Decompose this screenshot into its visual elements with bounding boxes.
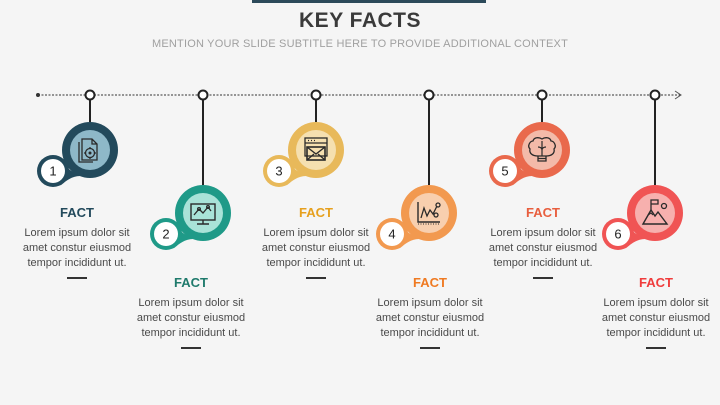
document-target-icon xyxy=(78,138,98,163)
fact-line: amet constur eiusmod xyxy=(261,242,371,254)
icon-circle xyxy=(635,193,675,233)
line-graph-icon xyxy=(417,202,441,225)
fact-line: Lorem ipsum dolor sit xyxy=(603,297,709,309)
fact-line: tempor incididunt ut. xyxy=(141,327,241,339)
fact-line: amet constur eiusmod xyxy=(136,312,246,324)
mountain-flag-icon xyxy=(641,199,669,225)
fact-line: tempor incididunt ut. xyxy=(266,257,366,269)
fact-block-2: FACT Lorem ipsum dolor sit amet constur ei… xyxy=(116,275,266,349)
fact-line: Lorem ipsum dolor sit xyxy=(490,227,596,239)
number-label: 1 xyxy=(49,164,56,179)
fact-title: FACT xyxy=(413,275,447,290)
number-badge xyxy=(154,222,178,246)
timeline-node xyxy=(423,89,435,101)
fact-line: tempor incididunt ut. xyxy=(606,327,706,339)
page-title: KEY FACTS xyxy=(299,9,421,32)
fact-line: Lorem ipsum dolor sit xyxy=(24,227,130,239)
fact-title: FACT xyxy=(639,275,673,290)
fact-description: Lorem ipsum dolor sit amet constur eiusmo… xyxy=(2,226,152,271)
mail-window-icon xyxy=(304,137,328,161)
fact-line: Lorem ipsum dolor sit xyxy=(138,297,244,309)
timeline-node xyxy=(310,89,322,101)
fact-line: tempor incididunt ut. xyxy=(27,257,127,269)
fact-description: Lorem ipsum dolor sit amet constur eiusmo… xyxy=(116,296,266,341)
fact-block-4: FACT Lorem ipsum dolor sit amet constur ei… xyxy=(355,275,505,349)
fact-divider xyxy=(306,277,326,279)
monitor-chart-icon xyxy=(190,203,216,225)
fact-line: amet constur eiusmod xyxy=(375,312,485,324)
number-badge xyxy=(41,159,65,183)
fact-line: amet constur eiusmod xyxy=(22,242,132,254)
fact-divider xyxy=(67,277,87,279)
icon-circle xyxy=(296,130,336,170)
fact-description: Lorem ipsum dolor sit amet constur eiusmo… xyxy=(468,226,618,271)
timeline-node xyxy=(84,89,96,101)
fact-divider xyxy=(533,277,553,279)
number-badge xyxy=(267,159,291,183)
fact-line: tempor incididunt ut. xyxy=(380,327,480,339)
fact-block-6: FACT Lorem ipsum dolor sit amet constur ei… xyxy=(581,275,720,349)
arrow-head-icon xyxy=(674,90,682,100)
timeline xyxy=(36,90,682,100)
number-label: 5 xyxy=(501,164,508,179)
fact-title: FACT xyxy=(526,205,560,220)
fact-line: amet constur eiusmod xyxy=(601,312,711,324)
number-label: 4 xyxy=(388,227,395,242)
fact-pin-5: 5 xyxy=(489,89,570,187)
timeline-node xyxy=(536,89,548,101)
fact-block-1: FACT Lorem ipsum dolor sit amet constur ei… xyxy=(2,205,152,279)
page-subtitle: MENTION YOUR SLIDE SUBTITLE HERE TO PROV… xyxy=(151,38,568,50)
fact-line: amet constur eiusmod xyxy=(488,242,598,254)
timeline-node xyxy=(649,89,661,101)
fact-line: Lorem ipsum dolor sit xyxy=(377,297,483,309)
fact-title: FACT xyxy=(174,275,208,290)
icon-circle xyxy=(70,130,110,170)
fact-line: Lorem ipsum dolor sit xyxy=(263,227,369,239)
fact-pin-2: 2 xyxy=(150,89,231,250)
number-label: 3 xyxy=(275,164,282,179)
fact-title: FACT xyxy=(60,205,94,220)
timeline-node xyxy=(197,89,209,101)
fact-pin-4: 4 xyxy=(376,89,457,250)
number-badge xyxy=(493,159,517,183)
fact-divider xyxy=(181,347,201,349)
fact-block-3: FACT Lorem ipsum dolor sit amet constur ei… xyxy=(241,205,391,279)
fact-divider xyxy=(646,347,666,349)
fact-pin-6: 6 xyxy=(602,89,683,250)
fact-divider xyxy=(420,347,440,349)
fact-pin-1: 1 xyxy=(37,89,118,187)
number-label: 6 xyxy=(614,227,621,242)
fact-description: Lorem ipsum dolor sit amet constur eiusmo… xyxy=(581,296,720,341)
fact-line: tempor incididunt ut. xyxy=(493,257,593,269)
fact-pin-3: 3 xyxy=(263,89,344,187)
fact-title: FACT xyxy=(299,205,333,220)
fact-block-5: FACT Lorem ipsum dolor sit amet constur ei… xyxy=(468,205,618,279)
fact-description: Lorem ipsum dolor sit amet constur eiusmo… xyxy=(355,296,505,341)
number-badge xyxy=(606,222,630,246)
title-accent-bar xyxy=(252,0,486,3)
brain-bulb-icon xyxy=(528,137,556,162)
number-label: 2 xyxy=(162,227,169,242)
fact-description: Lorem ipsum dolor sit amet constur eiusmo… xyxy=(241,226,391,271)
number-badge xyxy=(380,222,404,246)
